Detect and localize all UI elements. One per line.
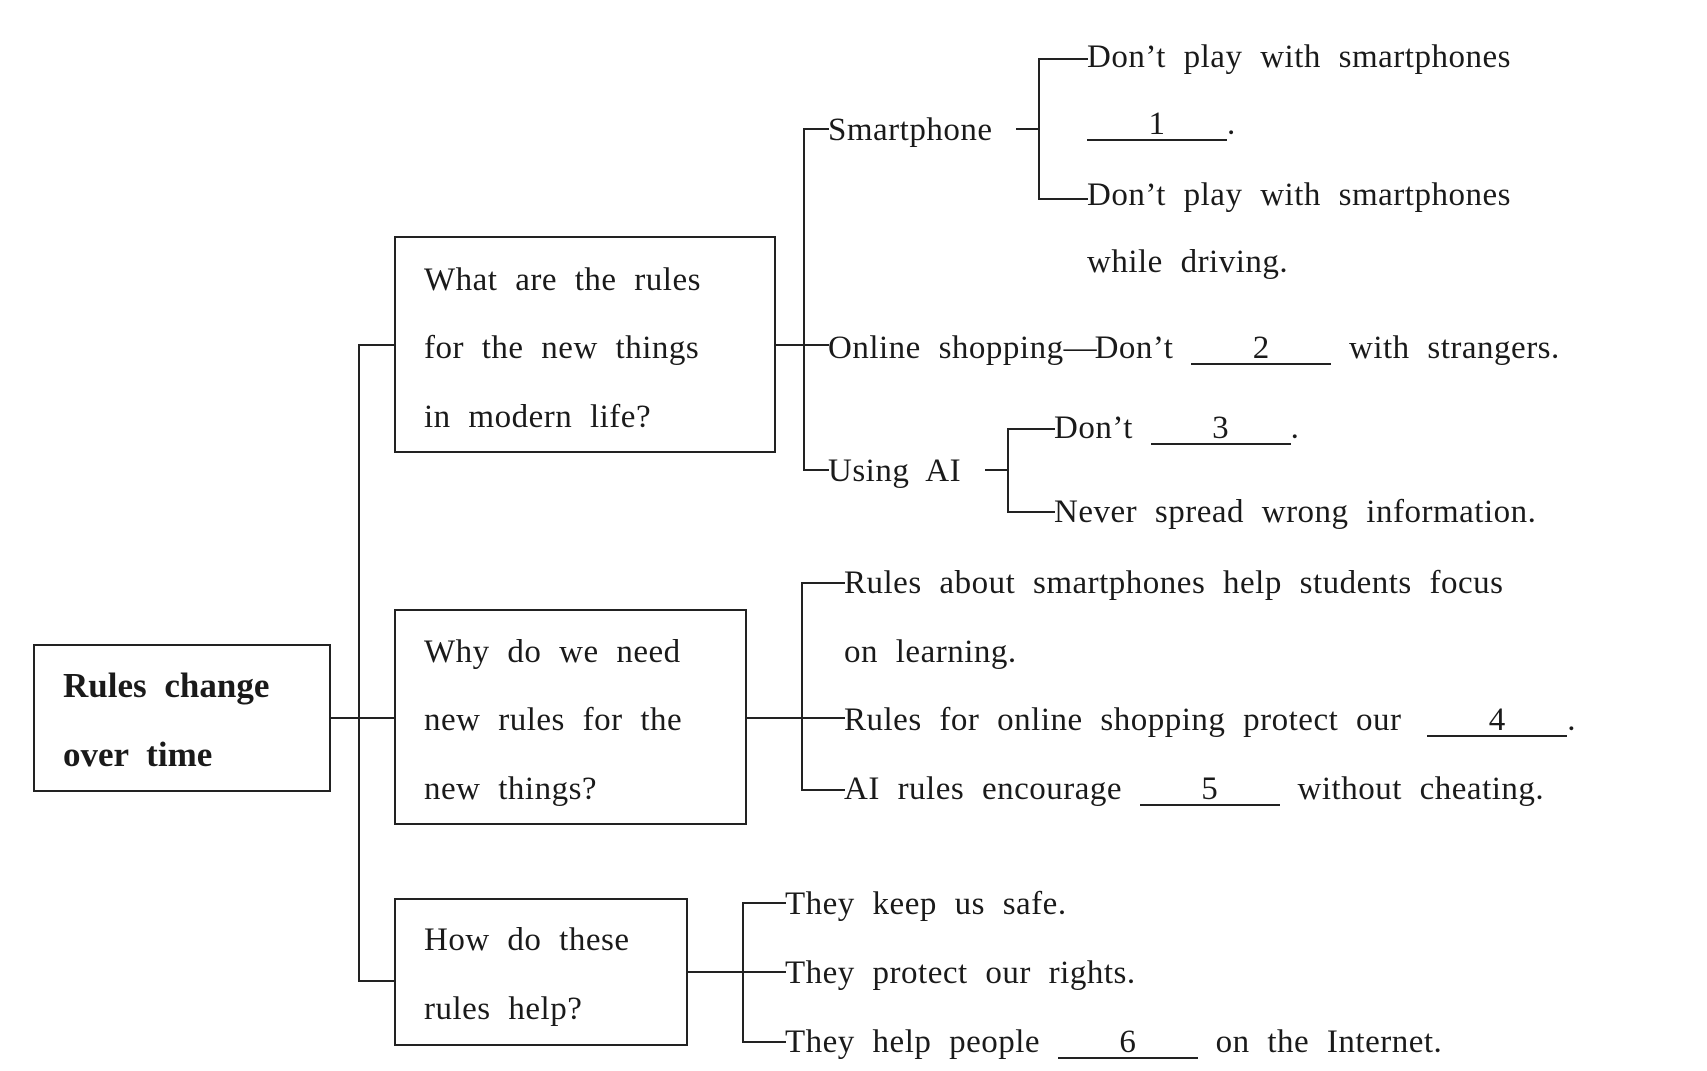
connector	[331, 717, 394, 719]
benefit-3: They help people 6 on the Internet.	[785, 1024, 1442, 1060]
period: .	[1567, 702, 1577, 738]
connector	[1007, 428, 1009, 512]
connector	[358, 980, 394, 982]
smartphone-rule-2-cont: while driving.	[1087, 244, 1289, 280]
question-node-3	[394, 898, 688, 1046]
ai-rule-1: Don’t 3.	[1054, 410, 1299, 446]
rule-text: Don’t	[1094, 330, 1174, 366]
online-shopping-row: Online shopping—Don’t 2 with strangers.	[828, 330, 1560, 366]
connector	[747, 717, 845, 719]
connector	[801, 582, 845, 584]
smartphone-rule-1-blank-line: 1.	[1087, 106, 1236, 142]
rule-text: They help people	[785, 1024, 1041, 1060]
question-3-line-2: rules help?	[424, 991, 583, 1027]
question-2-line-1: Why do we need	[424, 634, 681, 670]
rule-text: Don’t	[1054, 410, 1133, 446]
root-title-line1: Rules change	[63, 666, 270, 705]
connector	[742, 902, 786, 904]
connector	[742, 902, 744, 1043]
ai-rule-2: Never spread wrong information.	[1054, 494, 1537, 530]
root-node	[33, 644, 331, 792]
smartphone-rule-1: Don’t play with smartphones	[1087, 39, 1511, 75]
rule-text: on the Internet.	[1215, 1024, 1443, 1060]
question-1-line-1: What are the rules	[424, 262, 701, 298]
question-2-line-3: new things?	[424, 771, 598, 807]
benefit-1: They keep us safe.	[785, 886, 1067, 922]
connector	[1038, 198, 1088, 200]
reason-1-cont: on learning.	[844, 634, 1017, 670]
reason-1: Rules about smartphones help students fo…	[844, 565, 1504, 601]
connector	[803, 344, 829, 346]
rule-text: without cheating.	[1297, 771, 1545, 807]
question-node-1	[394, 236, 776, 453]
answer-blank-3[interactable]: 3	[1150, 412, 1291, 445]
period: .	[1290, 410, 1300, 446]
connector	[985, 469, 1007, 471]
online-shopping-label: Online shopping	[828, 330, 1064, 366]
connector	[1016, 128, 1038, 130]
rule-text: with strangers.	[1348, 330, 1560, 366]
question-3-line-1: How do these	[424, 922, 630, 958]
answer-blank-4[interactable]: 4	[1427, 704, 1568, 737]
connector	[776, 344, 806, 346]
connector	[1038, 58, 1088, 60]
answer-blank-2[interactable]: 2	[1191, 332, 1332, 365]
benefit-2: They protect our rights.	[785, 955, 1136, 991]
answer-blank-6[interactable]: 6	[1057, 1026, 1198, 1059]
connector	[358, 344, 394, 346]
connector	[803, 128, 805, 470]
question-2-line-2: new rules for the	[424, 702, 683, 738]
answer-blank-5[interactable]: 5	[1139, 773, 1280, 806]
reason-3: AI rules encourage 5 without cheating.	[844, 771, 1544, 807]
connector	[688, 971, 786, 973]
rule-text: Rules for online shopping protect our	[844, 702, 1402, 738]
smartphone-rule-2: Don’t play with smartphones	[1087, 177, 1511, 213]
question-node-2	[394, 609, 747, 825]
connector	[803, 128, 829, 130]
root-title-line2: over time	[63, 735, 213, 774]
connector	[1007, 511, 1055, 513]
rule-text: Don’t play with smartphones	[1087, 39, 1511, 75]
connector	[1038, 58, 1040, 200]
connector	[801, 582, 803, 791]
rule-text: AI rules encourage	[844, 771, 1123, 807]
period: .	[1227, 106, 1236, 142]
answer-blank-1[interactable]: 1	[1087, 108, 1227, 141]
smartphone-label: Smartphone	[828, 112, 993, 148]
question-1-line-2: for the new things	[424, 330, 700, 366]
connector	[801, 789, 845, 791]
connector	[803, 469, 829, 471]
connector	[358, 344, 360, 981]
connector	[1007, 428, 1055, 430]
using-ai-label: Using AI	[828, 453, 962, 489]
reason-2: Rules for online shopping protect our 4.	[844, 702, 1576, 738]
connector-dash: —	[1063, 330, 1097, 366]
connector	[742, 1041, 786, 1043]
question-1-line-3: in modern life?	[424, 399, 652, 435]
